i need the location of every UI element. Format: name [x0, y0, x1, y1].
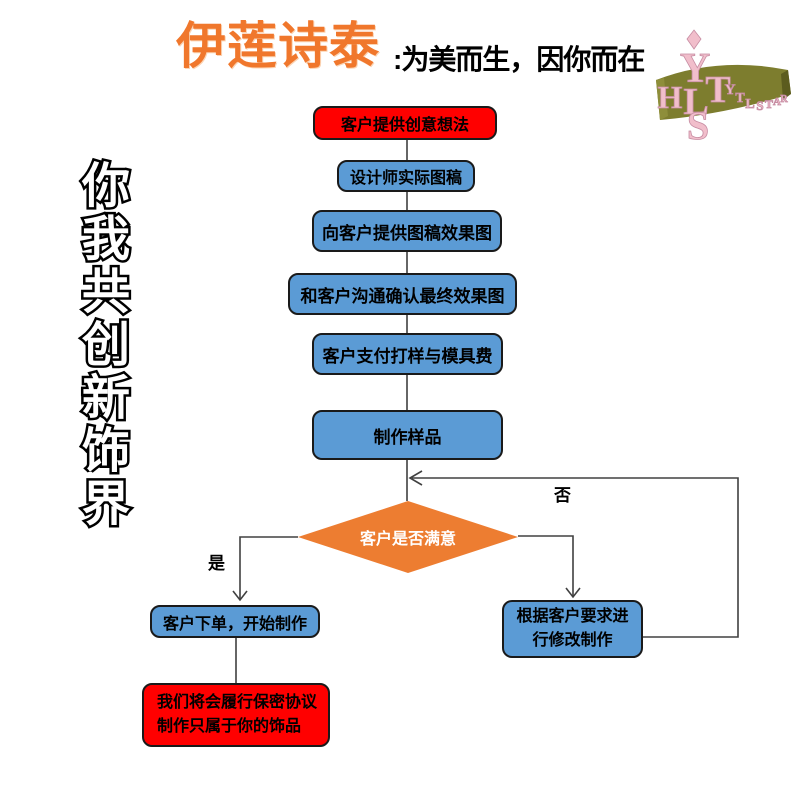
side-vertical-slogan: 你 我 共 创 新 饰 界: [78, 158, 132, 534]
side-char: 新: [82, 372, 130, 425]
ring-band: [656, 64, 791, 120]
logo-band-letter: S: [756, 98, 763, 113]
logo-diamond-finial: [686, 29, 702, 50]
logo-letter: L: [683, 81, 708, 123]
flow-node-idea[interactable]: 客户提供创意想法: [313, 106, 497, 140]
side-char: 界: [82, 478, 130, 531]
logo-band-letter: Y: [725, 82, 736, 98]
side-char: 饰: [82, 425, 130, 478]
logo-band-letter: T: [735, 91, 745, 106]
side-char: 共: [82, 266, 130, 319]
brand-slogan: :为美而生，因你而在: [393, 44, 645, 75]
connector-return-loop: [412, 477, 739, 638]
flow-node-make-sample[interactable]: 制作样品: [312, 410, 503, 460]
flow-node-modify[interactable]: 根据客户要求进 行修改制作: [502, 600, 643, 658]
branch-label-no: 否: [554, 486, 571, 505]
logo-band-letter: A: [773, 96, 781, 108]
brand-ring-logo-icon: Y H L T S Y T L S T A R: [656, 29, 791, 140]
brand-title: 伊莲诗泰: [176, 18, 380, 74]
arrowhead-down: [565, 587, 581, 599]
logo-letter: Y: [680, 46, 710, 92]
flow-node-pay-fee[interactable]: 客户支付打样与模具费: [312, 333, 503, 375]
side-char: 你: [81, 160, 130, 213]
connector-yes-branch: [239, 536, 298, 599]
flow-node-draft[interactable]: 设计师实际图稿: [337, 160, 475, 192]
logo-band-letter: R: [780, 94, 788, 105]
flow-node-order[interactable]: 客户下单，开始制作: [150, 605, 320, 638]
flow-node-provide-render[interactable]: 向客户提供图稿效果图: [312, 210, 502, 252]
branch-label-yes: 是: [208, 554, 225, 573]
flow-node-nda[interactable]: 我们将会履行保密协议 制作只属于你的饰品: [142, 683, 330, 747]
connector-no-branch: [518, 535, 574, 596]
side-char: 创: [82, 319, 130, 372]
logo-letter: H: [658, 79, 683, 115]
arrowhead-down: [232, 590, 248, 602]
arrowhead-left: [408, 470, 423, 486]
logo-band-letter: L: [745, 97, 754, 112]
logo-letter: T: [705, 69, 730, 111]
logo-letter: S: [687, 103, 709, 140]
side-char: 我: [82, 213, 130, 266]
logo-band-letter: T: [765, 97, 773, 111]
flow-node-confirm-render[interactable]: 和客户沟通确认最终效果图: [288, 273, 517, 315]
